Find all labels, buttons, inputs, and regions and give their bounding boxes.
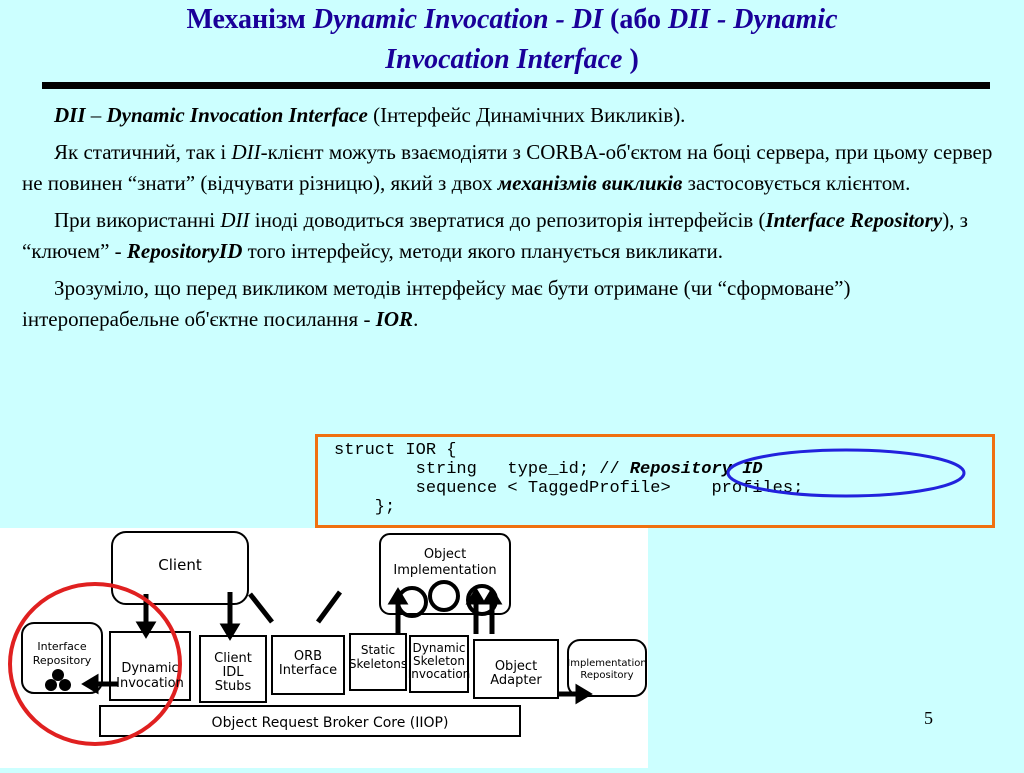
title-divider — [42, 82, 990, 89]
arrow-orb-up — [315, 590, 343, 624]
implementation-repository-cylinder — [567, 639, 647, 697]
highlight-ellipse — [726, 448, 966, 498]
servant-circle-2 — [428, 580, 460, 612]
title-text-6: ) — [622, 44, 639, 75]
code-line-4: }; — [334, 498, 396, 517]
orb-interface-box — [271, 635, 345, 695]
repository-id-highlight — [726, 448, 966, 498]
arrowhead-7 — [575, 683, 593, 705]
label-client-stubs-1: Client — [214, 651, 252, 666]
paragraph-ior: Зрозуміло, що перед викликом методів інт… — [22, 276, 851, 331]
arrowhead-4 — [465, 587, 487, 605]
label-impl-repo-2: Repository — [580, 670, 633, 681]
label-object-impl-1: Object — [424, 547, 466, 562]
paragraph-dii: DII – Dynamic Invocation Interface (Інте… — [54, 103, 686, 127]
client-idl-stubs-box — [199, 635, 267, 703]
client-box — [111, 531, 249, 605]
arrowhead-3 — [387, 587, 409, 605]
slide-body: DII – Dynamic Invocation Interface (Інте… — [22, 100, 1007, 341]
arrowhead-6 — [81, 673, 99, 695]
arrowhead-2 — [219, 623, 241, 641]
code-line-1: struct IOR { — [334, 441, 457, 460]
corba-architecture-diagram: Client Object Implementation Interface R… — [0, 528, 648, 768]
label-interface-repo-2: Repository — [33, 654, 92, 667]
title-text-1: Механізм — [186, 4, 313, 35]
repository-icon — [45, 669, 71, 691]
label-interface-repo-1: Interface — [37, 640, 86, 653]
label-client-stubs-3: Stubs — [215, 679, 252, 694]
code-line-2: string type_id; // Repository ID — [334, 460, 763, 479]
arrowhead-1 — [135, 621, 157, 639]
interface-repository-cylinder — [21, 622, 103, 694]
repository-highlight-circle — [8, 582, 182, 746]
label-orb-interface-1: ORB — [294, 649, 322, 664]
label-orb-core: Object Request Broker Core (IIOP) — [212, 715, 449, 731]
slide-title: Механізм Dynamic Invocation - DI (або DI… — [40, 0, 984, 80]
paragraph-repository: При використанні DII іноді доводиться зв… — [22, 208, 968, 263]
arrow-client-orb — [248, 592, 274, 624]
label-dynamic-skeleton-1: Dynamic — [413, 641, 466, 655]
label-dynamic-invocation-1: Dynamic — [121, 661, 178, 676]
label-dynamic-skeleton-3: Invocation — [408, 667, 471, 681]
label-client-stubs-2: IDL — [222, 665, 244, 680]
title-text-5: Invocation Interface — [385, 44, 623, 75]
code-line-3: sequence < TaggedProfile> profiles; — [334, 479, 804, 498]
object-adapter-box — [473, 639, 559, 699]
dynamic-skeleton-box — [409, 635, 469, 693]
label-static-skeletons-1: Static — [361, 643, 395, 657]
title-text-2: Dynamic Invocation - DI — [312, 4, 603, 35]
ior-struct-code: struct IOR { string type_id; // Reposito… — [315, 434, 995, 528]
label-orb-interface-2: Interface — [279, 663, 337, 678]
label-object-adapter-2: Adapter — [490, 673, 542, 688]
label-client: Client — [158, 556, 202, 574]
paragraph-static-vs-dii: Як статичний, так і DII-клієнт можуть вз… — [22, 140, 993, 195]
static-skeletons-box — [349, 633, 407, 691]
corba-diagram-svg: Client Object Implementation Interface R… — [8, 531, 647, 746]
label-static-skeletons-2: Skeletons — [349, 657, 407, 671]
title-text-3: (або — [603, 4, 668, 35]
page-number: 5 — [924, 708, 933, 728]
label-impl-repo-1: Implementation — [567, 658, 646, 669]
label-dynamic-invocation-2: Invocation — [116, 676, 184, 691]
label-object-impl-2: Implementation — [393, 563, 496, 578]
label-dynamic-skeleton-2: Skeleton — [413, 654, 465, 668]
title-text-4: DII - Dynamic — [667, 4, 838, 35]
orb-core-box — [99, 705, 521, 737]
arrowhead-5 — [481, 587, 503, 605]
label-object-adapter-1: Object — [495, 659, 537, 674]
